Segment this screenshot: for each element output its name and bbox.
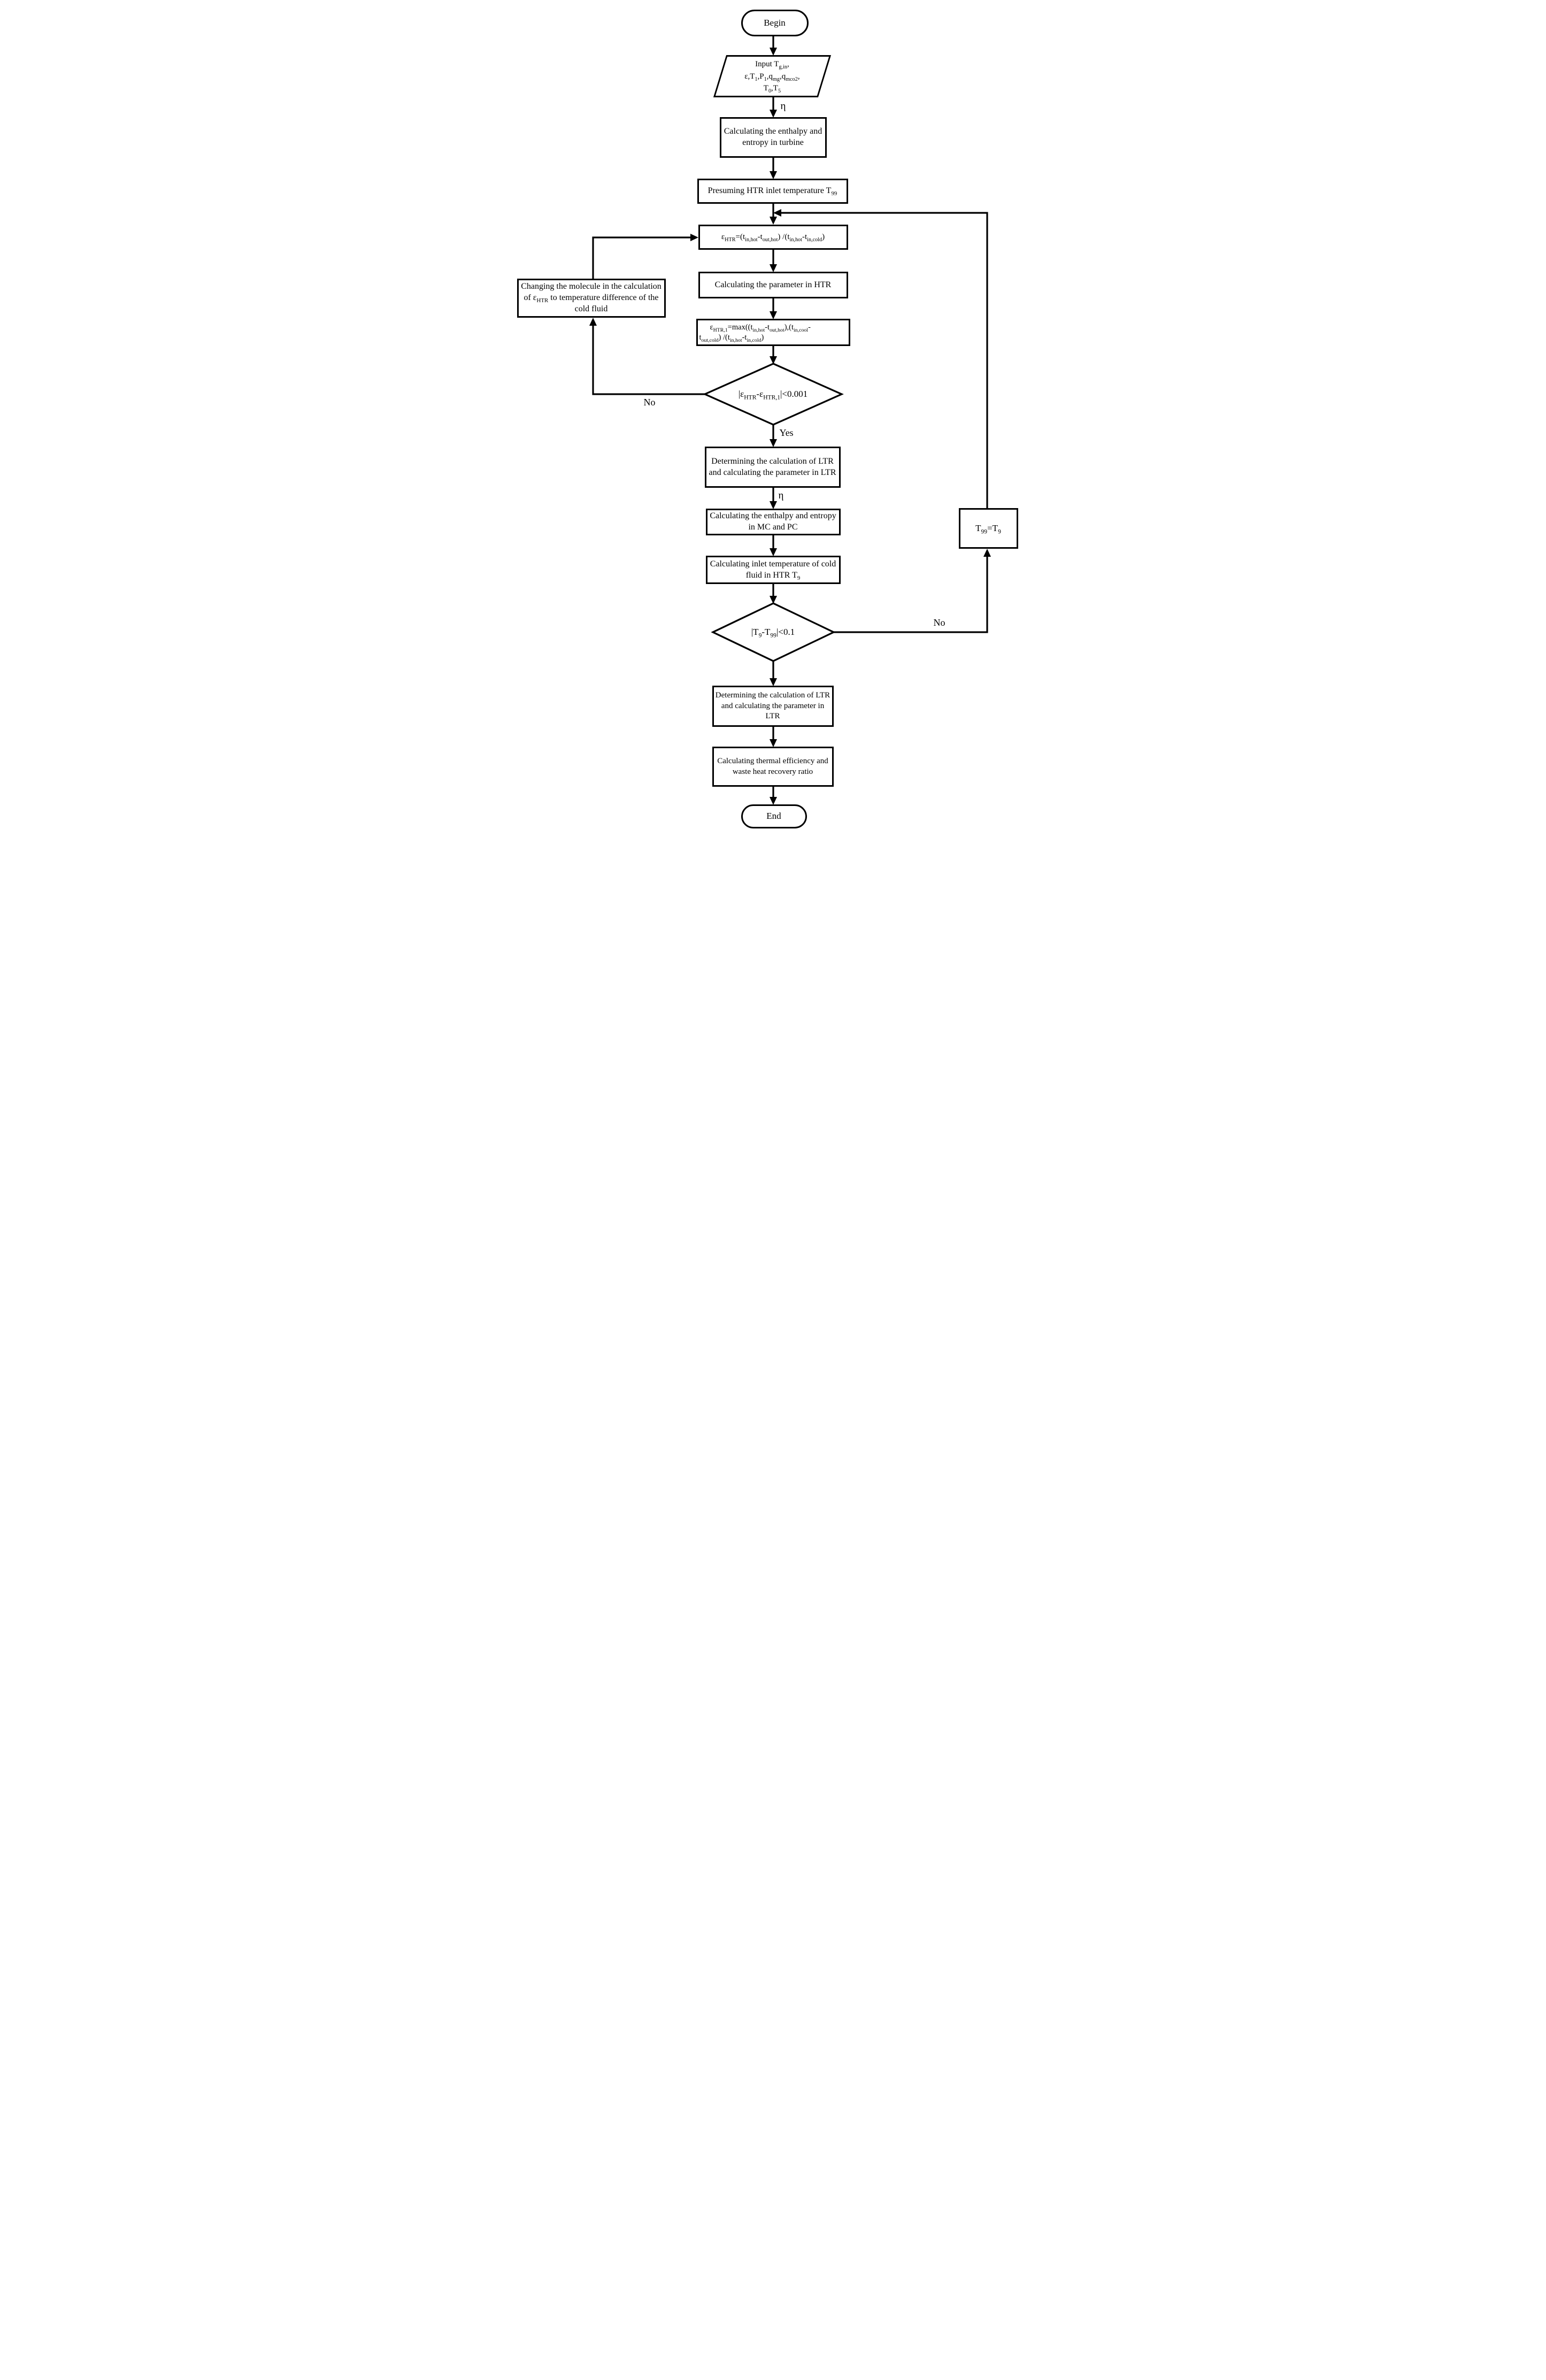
- process-determine-ltr-1: Determining the calculation of LTR and c…: [704, 447, 841, 488]
- input-parallelogram: Input Tg,in, ε,T1,P1,qmg,qmco2, T0,T5: [713, 55, 831, 97]
- input-line-3: T0,T5: [763, 83, 781, 94]
- process-change-molecule: Changing the molecule in the calculation…: [517, 279, 666, 318]
- eps-htr1-line-2: tout,cold) /(tin,hot-tin,cold): [699, 333, 764, 343]
- process-determine-ltr-2: Determining the calculation of LTR and c…: [712, 686, 834, 727]
- edge-t99-feedback: [775, 212, 988, 508]
- end-label: End: [766, 811, 781, 822]
- arrowheads: [589, 48, 991, 805]
- flowchart-canvas: Begin Input Tg,in, ε,T1,P1,qmg,qmco2, T0…: [499, 0, 1047, 843]
- edge-changing-to-epshtr: [591, 236, 696, 279]
- process-param-htr: Calculating the parameter in HTR: [698, 272, 848, 298]
- process-thermal-efficiency: Calculating thermal efficiency and waste…: [712, 747, 834, 787]
- process-presume-t99: Presuming HTR inlet temperature T99: [697, 179, 848, 204]
- process-cold-fluid-t9: Calculating inlet temperature of cold fl…: [705, 556, 841, 584]
- arrowhead-down-icon: [769, 264, 777, 272]
- begin-terminator: Begin: [741, 10, 809, 36]
- input-text: Input Tg,in, ε,T1,P1,qmg,qmco2, T0,T5: [721, 58, 823, 95]
- arrowhead-right-icon: [690, 234, 698, 241]
- edge-no-right-to-t99: [833, 551, 988, 633]
- decision-eps-converge: |εHTR-εHTR,1|<0.001: [714, 386, 832, 402]
- arrowhead-down-icon: [769, 171, 777, 179]
- process-turbine-enthalpy: Calculating the enthalpy and entropy in …: [719, 117, 827, 158]
- arrowhead-left-icon: [773, 209, 781, 217]
- arrowhead-down-icon: [769, 739, 777, 747]
- label-no-left: No: [643, 397, 656, 408]
- decision-t9-diamond: [710, 602, 836, 662]
- process-eps-htr-formula: εHTR=(tin,hot-tout,hot) /(tin,hot-tin,co…: [698, 225, 848, 250]
- label-yes: Yes: [779, 427, 794, 438]
- label-no-right: No: [933, 617, 945, 628]
- t99-assign-label: T99=T9: [975, 523, 1001, 535]
- arrowhead-down-icon: [769, 797, 777, 805]
- param-htr-label: Calculating the parameter in HTR: [714, 280, 832, 289]
- determine-ltr-2-label: Determining the calculation of LTR and c…: [715, 691, 830, 721]
- label-eta-determining: η: [778, 490, 784, 501]
- turbine-label: Calculating the enthalpy and entropy in …: [724, 127, 822, 147]
- arrowhead-down-icon: [769, 439, 777, 447]
- thermal-efficiency-label: Calculating thermal efficiency and waste…: [717, 757, 828, 776]
- arrowhead-down-icon: [769, 110, 777, 118]
- process-mc-pc-enthalpy: Calculating the enthalpy and entropy in …: [705, 509, 841, 535]
- arrowhead-down-icon: [769, 548, 777, 556]
- process-eps-htr1-formula: εHTR,1=max((tin,hot-tout,hot),(tin,cool-…: [696, 319, 850, 346]
- connector-layer: [589, 36, 991, 805]
- arrowhead-down-icon: [769, 596, 777, 604]
- arrowhead-up-icon: [589, 318, 597, 326]
- arrowhead-down-icon: [769, 48, 777, 56]
- arrowhead-down-icon: [769, 501, 777, 509]
- label-eta-input: η: [780, 101, 786, 112]
- decision-shapes: [702, 363, 844, 662]
- begin-label: Begin: [764, 17, 786, 28]
- arrowhead-down-icon: [769, 356, 777, 364]
- arrowhead-down-icon: [769, 217, 777, 225]
- arrowhead-up-icon: [983, 549, 991, 557]
- arrowhead-down-icon: [769, 311, 777, 319]
- arrowhead-down-icon: [769, 678, 777, 686]
- decision-eps-label: |εHTR-εHTR,1|<0.001: [738, 389, 808, 401]
- edge-no-left-to-changing: [591, 320, 705, 395]
- presume-label: Presuming HTR inlet temperature T99: [707, 186, 837, 197]
- end-terminator: End: [741, 804, 807, 828]
- input-line-1: Input Tg,in,: [755, 59, 789, 70]
- mc-pc-label: Calculating the enthalpy and entropy in …: [710, 511, 836, 532]
- cold-fluid-label: Calculating inlet temperature of cold fl…: [710, 559, 836, 581]
- decision-t9-converge: |T9-T99|<0.1: [720, 624, 827, 640]
- decision-t9-label: |T9-T99|<0.1: [751, 627, 795, 639]
- determine-ltr-1-label: Determining the calculation of LTR and c…: [709, 456, 836, 477]
- change-molecule-label: Changing the molecule in the calculation…: [521, 282, 662, 313]
- eps-htr-label: εHTR=(tin,hot-tout,hot) /(tin,hot-tin,co…: [721, 232, 825, 243]
- eps-htr1-line-1: εHTR,1=max((tin,hot-tout,hot),(tin,cool-: [710, 323, 811, 333]
- process-t99-assign: T99=T9: [958, 508, 1018, 549]
- input-line-2: ε,T1,P1,qmg,qmco2,: [744, 72, 800, 82]
- decision-eps-diamond: [702, 363, 844, 426]
